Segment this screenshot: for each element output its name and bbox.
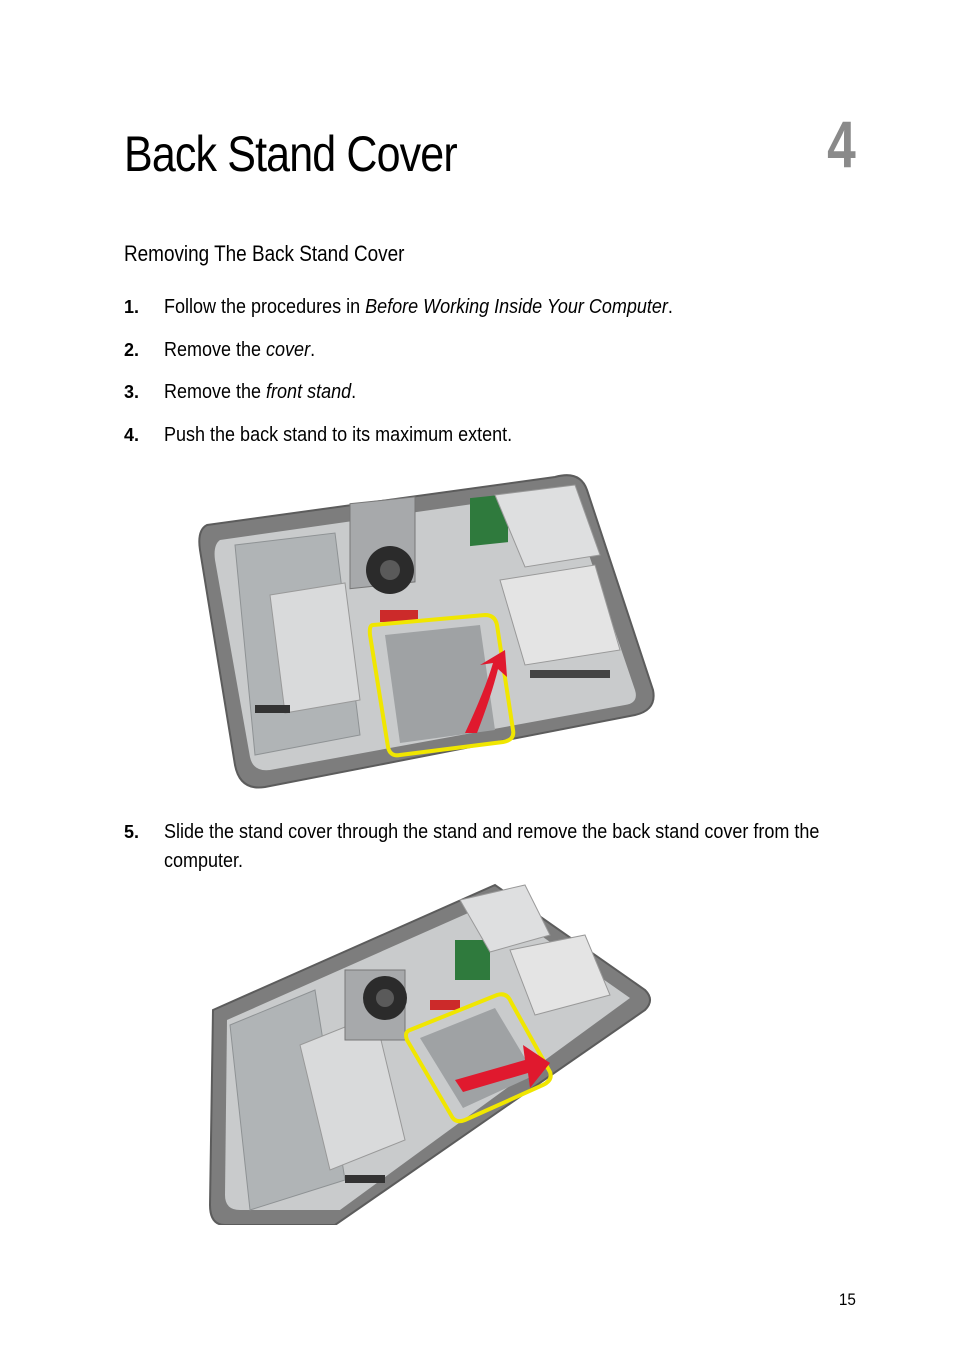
highlight-outline	[404, 992, 553, 1124]
page-number: 15	[838, 1290, 856, 1309]
section-heading: Removing The Back Stand Cover	[124, 241, 405, 266]
step-text: Push the back stand to its maximum exten…	[164, 424, 513, 446]
step-number: 1.	[124, 297, 140, 317]
circuit-board	[470, 494, 508, 547]
red-connector	[430, 1000, 460, 1010]
drive-bracket	[269, 582, 361, 714]
stand-plate	[420, 1008, 535, 1108]
stand-plate	[385, 625, 495, 743]
figure-back-stand-extended	[198, 474, 655, 789]
circuit-board	[455, 940, 490, 980]
step-number: 4.	[124, 425, 140, 445]
highlight-outline	[367, 612, 516, 758]
rear-ports	[530, 670, 610, 678]
step-text: Remove the cover.	[164, 339, 316, 361]
optical-drive	[459, 884, 551, 953]
link-before-working[interactable]: Before Working Inside Your Computer	[365, 296, 668, 318]
fan-hub	[380, 560, 400, 580]
step-number: 5.	[124, 822, 140, 842]
link-front-stand[interactable]: front stand	[266, 381, 352, 403]
chapter-title: Back Stand Cover	[124, 126, 458, 182]
arrow-icon	[465, 650, 507, 733]
step-text: Remove the front stand.	[164, 381, 357, 403]
step-number: 2.	[124, 340, 140, 360]
link-cover[interactable]: cover	[266, 339, 311, 361]
step-text: Follow the procedures in Before Working …	[164, 296, 673, 318]
step-text: Slide the stand cover through the stand …	[164, 821, 820, 872]
vent-grille	[499, 564, 621, 666]
chapter-number: 4	[827, 107, 856, 181]
figure-slide-stand-cover	[208, 883, 651, 1225]
fan-hub	[376, 989, 394, 1007]
vent-grille	[509, 934, 611, 1016]
step-number: 3.	[124, 382, 140, 402]
ports	[255, 705, 290, 713]
arrow-icon	[455, 1045, 550, 1092]
ports	[345, 1175, 385, 1183]
red-connector	[380, 610, 418, 622]
optical-drive	[494, 484, 601, 568]
